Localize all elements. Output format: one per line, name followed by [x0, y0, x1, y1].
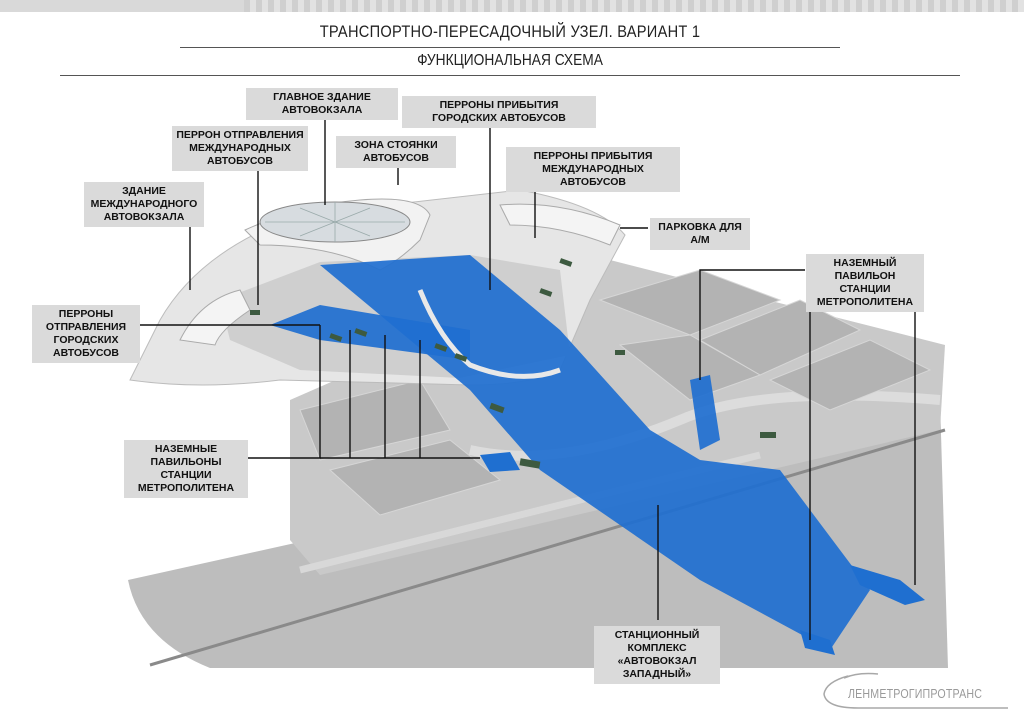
- metro-tunnel-right-branch: [690, 375, 720, 450]
- label-intl-station: ЗДАНИЕ МЕЖДУНАРОДНОГО АВТОВОКЗАЛА: [84, 182, 204, 227]
- label-car-parking-text: ПАРКОВКА ДЛЯ А/М: [658, 221, 742, 246]
- label-city-departures-line2: ГОРОДСКИХ АВТОБУСОВ: [53, 334, 119, 359]
- label-intl-arrivals: ПЕРРОНЫ ПРИБЫТИЯ МЕЖДУНАРОДНЫХ АВТОБУСОВ: [506, 147, 680, 192]
- metro-exit-left: [480, 452, 520, 472]
- label-metro-pavilions-left: НАЗЕМНЫЕ ПАВИЛЬОНЫ СТАНЦИИ МЕТРОПОЛИТЕНА: [124, 440, 248, 498]
- title-divider: [180, 47, 840, 48]
- label-metro-pavilions-left-line1: НАЗЕМНЫЕ ПАВИЛЬОНЫ: [150, 443, 222, 468]
- label-main-building-text: ГЛАВНОЕ ЗДАНИЕ АВТОВОКЗАЛА: [273, 91, 371, 116]
- label-bus-parking-text: ЗОНА СТОЯНКИ АВТОБУСОВ: [354, 139, 438, 164]
- label-intl-departure: ПЕРРОН ОТПРАВЛЕНИЯ МЕЖДУНАРОДНЫХ АВТОБУС…: [172, 126, 308, 171]
- leader-lines: [140, 120, 916, 640]
- intl-building: [179, 289, 251, 346]
- page-title: ТРАНСПОРТНО-ПЕРЕСАДОЧНЫЙ УЗЕЛ. ВАРИАНТ 1: [319, 22, 701, 41]
- label-station-complex-line2: «АВТОВОКЗАЛ ЗАПАДНЫЙ»: [617, 655, 697, 680]
- buses: [250, 258, 776, 469]
- label-intl-departure-line2: МЕЖДУНАРОДНЫХ АВТОБУСОВ: [189, 142, 291, 167]
- top-stripe: [244, 0, 1024, 12]
- metro-exit-right: [850, 565, 925, 605]
- label-city-arrivals-text: ПЕРРОНЫ ПРИБЫТИЯ ГОРОДСКИХ АВТОБУСОВ: [432, 99, 566, 124]
- label-metro-pavilion-right-line1: НАЗЕМНЫЙ ПАВИЛЬОН: [833, 257, 897, 282]
- label-main-building: ГЛАВНОЕ ЗДАНИЕ АВТОВОКЗАЛА: [246, 88, 398, 120]
- subtitle-divider: [60, 75, 960, 76]
- company-logo-icon: [823, 672, 1008, 709]
- top-decorative-bar: [0, 0, 1024, 12]
- label-city-arrivals: ПЕРРОНЫ ПРИБЫТИЯ ГОРОДСКИХ АВТОБУСОВ: [402, 96, 596, 128]
- label-car-parking: ПАРКОВКА ДЛЯ А/М: [650, 218, 750, 250]
- overpass: [417, 289, 561, 379]
- label-metro-pavilion-right: НАЗЕМНЫЙ ПАВИЛЬОН СТАНЦИИ МЕТРОПОЛИТЕНА: [806, 254, 924, 312]
- label-intl-arrivals-line2: АВТОБУСОВ: [560, 176, 626, 188]
- metro-exit-bottom: [800, 630, 835, 655]
- arrival-building: [499, 203, 621, 246]
- label-station-complex: СТАНЦИОННЫЙ КОМПЛЕКС «АВТОВОКЗАЛ ЗАПАДНЫ…: [594, 626, 720, 684]
- label-intl-departure-line1: ПЕРРОН ОТПРАВЛЕНИЯ: [176, 129, 304, 141]
- label-station-complex-line1: СТАНЦИОННЫЙ КОМПЛЕКС: [614, 629, 700, 654]
- label-city-departures-line1: ПЕРРОНЫ ОТПРАВЛЕНИЯ: [45, 308, 127, 333]
- label-intl-station-line1: ЗДАНИЕ МЕЖДУНАРОДНОГО: [90, 185, 198, 210]
- label-intl-arrivals-line1: ПЕРРОНЫ ПРИБЫТИЯ МЕЖДУНАРОДНЫХ: [533, 150, 653, 175]
- dome-ribs: [265, 202, 405, 242]
- label-bus-parking: ЗОНА СТОЯНКИ АВТОБУСОВ: [336, 136, 456, 168]
- label-metro-pavilion-right-line2: СТАНЦИИ МЕТРОПОЛИТЕНА: [816, 283, 914, 308]
- company-logo-text: ЛЕНМЕТРОГИПРОТРАНС: [848, 686, 983, 701]
- road-main: [149, 428, 946, 667]
- parking-lots: [299, 269, 932, 516]
- label-metro-pavilions-left-line2: СТАНЦИИ МЕТРОПОЛИТЕНА: [137, 469, 235, 494]
- label-intl-station-line2: АВТОВОКЗАЛА: [103, 211, 185, 223]
- label-city-departures: ПЕРРОНЫ ОТПРАВЛЕНИЯ ГОРОДСКИХ АВТОБУСОВ: [32, 305, 140, 363]
- page-subtitle: ФУНКЦИОНАЛЬНАЯ СХЕМА: [417, 52, 603, 69]
